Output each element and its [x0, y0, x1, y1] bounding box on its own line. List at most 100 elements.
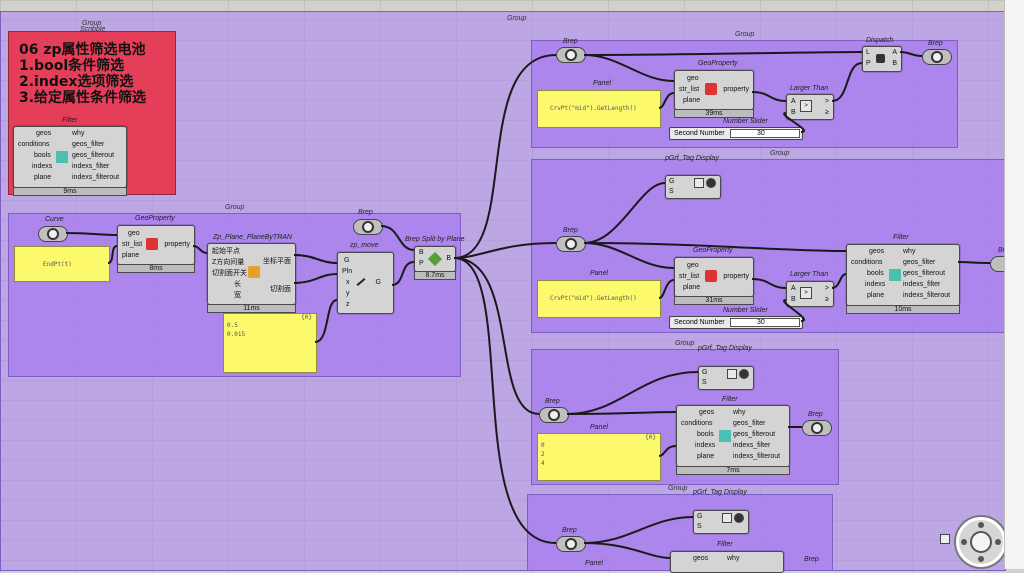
group-c-filter-in-4: indexs — [695, 442, 716, 449]
group-c-brep-title: Brep — [545, 398, 560, 405]
group-b-filter-in-1: geos — [869, 248, 885, 255]
minimize-icon[interactable] — [940, 534, 950, 544]
group-c-panel[interactable]: {0} 0 2 4 — [537, 433, 661, 481]
group-b-panel-text: CrvPt("mid").GetLength() — [550, 295, 637, 302]
filter1-out-geos-filter: geos_filter — [72, 141, 105, 148]
group-a-panel-title: Panel — [593, 80, 611, 87]
group-c-panel-title: Panel — [590, 424, 608, 431]
group-b-brep-title: Brep — [563, 227, 578, 234]
endpt-panel[interactable]: EndPt(t) — [14, 246, 110, 282]
zpmove-in-g: G — [344, 257, 350, 264]
split-component[interactable]: B P B — [414, 246, 456, 272]
zpmove-in-z: z — [346, 301, 350, 308]
group-c-filter-out-4: indexs_filter — [733, 442, 771, 449]
group-c-panel-line-1: 0 — [541, 442, 545, 449]
wire — [957, 261, 991, 264]
wire — [751, 91, 787, 102]
wire — [453, 242, 557, 259]
filter1-out-geos-filterout: geos_filterout — [72, 152, 115, 159]
dispatch-component[interactable]: L P A B — [862, 46, 902, 72]
filter1-in-plane: plane — [34, 174, 52, 181]
zpmove-title: zp_move — [350, 242, 379, 249]
group-b-larger-out-1: > — [824, 285, 829, 292]
group-b-filter-out-4: indexs_filter — [903, 281, 941, 288]
group-b-brep-param[interactable] — [556, 236, 586, 252]
vertical-scrollbar[interactable] — [1004, 0, 1024, 569]
group-c-panel-line-3: 4 — [541, 460, 545, 467]
zpplane-component[interactable]: 起始平点 Z方向间量 切割面开关 长 宽 坐标平面 切割面 — [207, 243, 296, 305]
split-time: 8.7ms — [414, 271, 456, 280]
group-a-geoprop-in-strlist: str_list — [679, 86, 700, 93]
group-a-slider[interactable]: Second Number 30 — [669, 127, 803, 140]
wire — [751, 278, 787, 289]
wire — [566, 371, 699, 415]
group-a-geoprop[interactable]: geo str_list plane property — [674, 70, 754, 110]
group-b-geoprop-in-plane: plane — [683, 284, 701, 291]
geoprop1-component[interactable]: geo str_list plane property — [117, 225, 195, 265]
values-panel-line-1: 0.5 — [227, 322, 238, 329]
dispatch-out-a: A — [892, 49, 897, 56]
group-b-panel[interactable]: CrvPt("mid").GetLength() — [537, 280, 661, 318]
group-b-geoprop-title: GeoProperty — [693, 247, 733, 254]
wire — [583, 516, 694, 544]
group-d-preview-title: pGrf_Tag Display — [693, 489, 747, 496]
group-b-larger-in-a: A — [791, 285, 796, 292]
group-a-larger[interactable]: A B > > ≥ — [786, 94, 834, 120]
curve-param[interactable] — [38, 226, 68, 242]
group-d-brep-title: Brep — [562, 527, 577, 534]
group-c-brep-out[interactable] — [802, 420, 832, 436]
group-d-brep-icon — [565, 538, 577, 550]
group-b-preview-title: pGrf_Tag Display — [665, 155, 719, 162]
group-b-brep-icon — [565, 238, 577, 250]
zpmove-component[interactable]: G Pln x y z G — [337, 252, 394, 314]
group-a-larger-in-a: A — [791, 98, 796, 105]
group-d-brep-param[interactable] — [556, 536, 586, 552]
group-c-filter-time: 7ms — [676, 466, 790, 475]
group-c-filter[interactable]: geos conditions bools indexs plane why g… — [676, 405, 790, 467]
zpplane-in-4: 长 — [234, 281, 241, 288]
navigation-ball-icon[interactable] — [956, 517, 1006, 567]
dispatch-in-p: P — [866, 60, 871, 67]
brep-left-param[interactable] — [353, 219, 383, 235]
group-a-brep-param[interactable] — [556, 47, 586, 63]
group-b-filter-in-4: indexs — [865, 281, 886, 288]
group-a-geoprop-in-geo: geo — [687, 75, 699, 82]
group-d-title: Group — [668, 485, 688, 492]
navigation-ball-dot — [978, 522, 984, 528]
filter1-in-conditions: conditions — [18, 141, 50, 148]
note-line-1: 06 zp属性筛选电池 — [19, 42, 146, 58]
group-b-larger[interactable]: A B > > ≥ — [786, 281, 834, 307]
group-d-panel-title: Panel — [585, 560, 603, 567]
geoprop1-out-property: property — [164, 241, 190, 248]
note-line-4: 3.给定属性条件筛选 — [19, 90, 147, 106]
group-b-filter-in-3: bools — [867, 270, 884, 277]
filter1-title: Filter — [62, 117, 78, 124]
group-b-geoprop-in-geo: geo — [687, 262, 699, 269]
navigation-ball-dot — [978, 556, 984, 562]
zpmove-in-y: y — [346, 290, 350, 297]
filter1-time: 9ms — [13, 187, 127, 196]
values-panel[interactable]: {0} 0.5 0.015 — [223, 313, 317, 373]
group-b-geoprop[interactable]: geo str_list plane property — [674, 257, 754, 297]
wire — [831, 62, 863, 102]
group-a-brep-out[interactable] — [922, 49, 952, 65]
plane-icon — [248, 266, 260, 278]
group-d-brep-out-title: Brep — [804, 556, 819, 563]
preview-icon — [694, 178, 704, 188]
group-a-panel[interactable]: CrvPt("mid").GetLength() — [537, 90, 661, 128]
filter1-component[interactable]: geos conditions bools indexs plane why g… — [13, 126, 127, 188]
wire — [658, 279, 675, 299]
wire — [583, 542, 671, 559]
wire — [293, 254, 338, 264]
group-c-brep-param[interactable] — [539, 407, 569, 423]
group-b-slider[interactable]: Second Number 30 — [669, 316, 803, 329]
group-c-brep-icon — [548, 409, 560, 421]
group-a-larger-in-b: B — [791, 109, 796, 116]
group-b-larger-icon: > — [800, 287, 812, 299]
group-b-filter-out-1: why — [903, 248, 916, 255]
dispatch-in-l: L — [866, 49, 870, 56]
property-icon — [146, 238, 158, 250]
